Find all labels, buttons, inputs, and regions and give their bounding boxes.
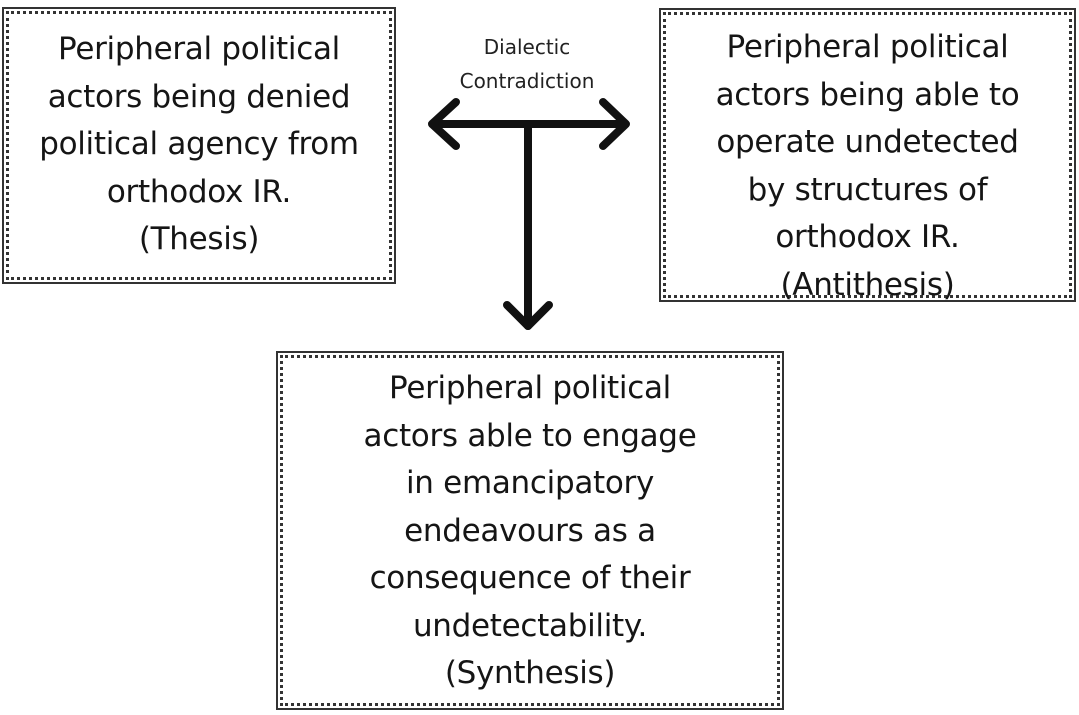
thesis-role-label: (Thesis) [138, 221, 260, 257]
thesis-text-line: political agency from [39, 126, 359, 162]
antithesis-box-inner: Peripheral political actors being able t… [663, 12, 1072, 303]
synthesis-text-line: in emancipatory [405, 465, 655, 501]
left-arrowhead-icon [428, 98, 460, 150]
label-line-2: Contradiction [459, 69, 595, 93]
antithesis-box: Peripheral political actors being able t… [659, 8, 1076, 303]
antithesis-text-line: actors being able to [715, 76, 1020, 113]
thesis-text-line: orthodox IR. [106, 173, 292, 210]
antithesis-text-line: operate undetected [716, 124, 1019, 160]
synthesis-text-line: endeavours as a [404, 512, 656, 549]
thesis-text-line: Peripheral political [58, 31, 340, 67]
thesis-box: Peripheral political actors being denied… [2, 7, 396, 284]
dialectic-contradiction-label: Dialectic Contradiction [432, 30, 622, 98]
synthesis-text-line: undetectability. [412, 607, 648, 644]
synthesis-text-line: Peripheral political [389, 370, 671, 406]
down-arrowhead-icon [503, 301, 553, 330]
antithesis-text-line: by structures of [747, 171, 988, 208]
synthesis-text-line: actors able to engage [363, 417, 697, 454]
thesis-text-line: actors being denied [47, 78, 351, 115]
synthesis-role-label: (Synthesis) [444, 655, 616, 691]
synthesis-box-inner: Peripheral political actors able to enga… [280, 355, 780, 706]
thesis-box-inner: Peripheral political actors being denied… [6, 11, 392, 280]
antithesis-role-label: (Antithesis) [780, 266, 955, 303]
synthesis-text-line: consequence of their [369, 560, 691, 596]
antithesis-text-line: orthodox IR. [775, 219, 960, 255]
antithesis-text-line: Peripheral political [726, 29, 1009, 65]
synthesis-box: Peripheral political actors able to enga… [276, 351, 784, 710]
label-line-1: Dialectic [483, 35, 571, 59]
right-arrowhead-icon [599, 98, 630, 150]
